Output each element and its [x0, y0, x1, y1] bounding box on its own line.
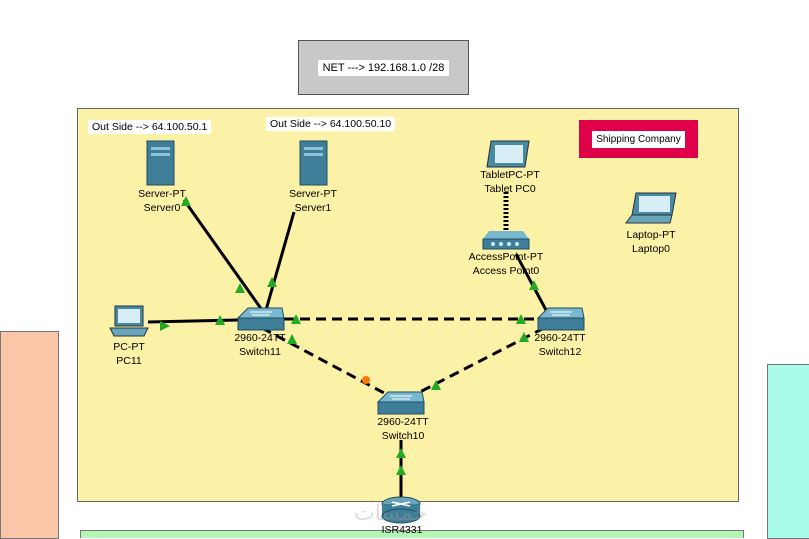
laptop-icon	[625, 192, 677, 224]
link-up-marker	[529, 280, 539, 290]
pc-icon	[109, 305, 149, 337]
device-label-laptop[interactable]: Laptop-PT Laptop0	[626, 229, 676, 255]
network-note-text: NET ---> 192.168.1.0 /28	[317, 59, 450, 76]
device-label-pc[interactable]: PC-PT PC11	[113, 341, 145, 367]
link-down-marker	[362, 376, 370, 384]
link-up-marker	[215, 315, 225, 325]
link-up-marker	[160, 321, 170, 331]
device-label-switch12[interactable]: 2960-24TT Switch12	[534, 332, 586, 358]
link-status-indicators	[160, 196, 539, 475]
switch-icon	[376, 391, 425, 415]
building-area-bottom	[80, 530, 744, 538]
router-icon	[381, 496, 421, 524]
device-label-tablet[interactable]: TabletPC-PT Tablet PC0	[480, 169, 540, 195]
outside-note-server1[interactable]: Out Side --> 64.100.50.10	[266, 117, 396, 131]
device-label-router[interactable]: ISR4331	[381, 524, 423, 536]
building-area-right	[767, 364, 809, 539]
link-up-marker	[431, 380, 441, 390]
watermark: خمسات	[354, 500, 428, 525]
link-up-marker	[287, 334, 297, 344]
device-label-switch11[interactable]: 2960-24TT Switch11	[234, 332, 286, 358]
link-ap-switch12	[514, 253, 548, 311]
device-label-server0[interactable]: Server-PT Server0	[138, 188, 186, 214]
device-label-switch10[interactable]: 2960-24TT Switch10	[377, 416, 429, 442]
link-up-marker	[396, 465, 406, 475]
outside-note-server0[interactable]: Out Side --> 64.100.50.1	[88, 120, 212, 134]
link-up-marker	[291, 314, 301, 324]
link-up-marker	[267, 277, 277, 287]
link-up-marker	[235, 283, 245, 293]
link-up-marker	[519, 332, 529, 342]
link-server0-switch11	[182, 199, 264, 311]
access-point-icon	[482, 231, 530, 250]
link-up-marker	[181, 196, 191, 206]
link-server1-switch11	[264, 211, 296, 311]
switch-icon	[236, 307, 285, 331]
link-up-marker	[396, 448, 406, 458]
company-note-text: Shipping Company	[592, 130, 685, 148]
link-pc-switch11	[147, 318, 239, 324]
device-label-server1[interactable]: Server-PT Server1	[289, 188, 337, 214]
switch-icon	[536, 307, 585, 331]
company-note[interactable]: Shipping Company	[579, 120, 698, 158]
link-up-marker	[516, 314, 526, 324]
building-area-left	[0, 331, 59, 539]
server-icon	[299, 140, 328, 186]
device-label-access-point[interactable]: AccessPoint-PT Access Point0	[468, 251, 544, 277]
tablet-icon	[486, 140, 530, 168]
server-icon	[146, 140, 175, 186]
building-area-main	[77, 108, 739, 502]
network-note[interactable]: NET ---> 192.168.1.0 /28	[298, 40, 469, 95]
